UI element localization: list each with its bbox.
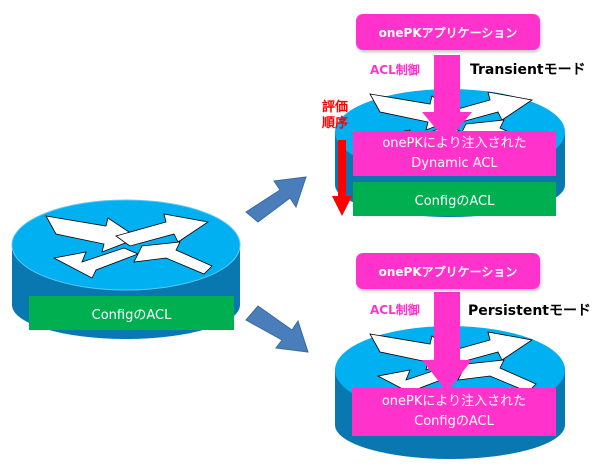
transient-onepk-app-box: onePKアプリケーション [356, 14, 540, 50]
persistent-acl-control-label: ACL制御 [370, 303, 420, 317]
eval-order-arrow-icon [332, 140, 352, 216]
acl-control-arrow-icon [422, 55, 472, 142]
injected-acl-line2: ConfigのACL [414, 414, 494, 429]
eval-order-label: 評価 順序 [322, 100, 348, 132]
transient-acl-control-label: ACL制御 [370, 63, 420, 77]
injected-acl-line1: onePKにより注入された [381, 394, 527, 409]
dynamic-acl-box: onePKにより注入された Dynamic ACL [353, 131, 556, 176]
onepk-app-label: onePKアプリケーション [378, 264, 518, 279]
eval-order-line2: 順序 [322, 116, 349, 131]
dynamic-acl-line1: onePKにより注入された [382, 135, 527, 151]
flow-arrow-down-icon [245, 305, 309, 353]
acl-control-arrow-icon [422, 292, 472, 392]
dynamic-acl-line2: Dynamic ACL [411, 155, 498, 171]
left-config-acl: ConfigのACL [29, 296, 234, 330]
onepk-app-label: onePKアプリケーション [378, 25, 518, 40]
persistent-mode-label: Persistentモード [468, 303, 591, 319]
config-acl-label: ConfigのACL [414, 193, 495, 209]
flow-arrow-up-icon [245, 176, 307, 223]
eval-order-line1: 評価 [322, 100, 349, 115]
transient-mode-label: Transientモード [470, 62, 586, 78]
persistent-onepk-app-box: onePKアプリケーション [356, 253, 540, 289]
transient-config-acl-box: ConfigのACL [353, 182, 556, 216]
config-acl-label: ConfigのACL [91, 307, 172, 323]
injected-config-acl-box: onePKにより注入された ConfigのACL [352, 388, 556, 436]
